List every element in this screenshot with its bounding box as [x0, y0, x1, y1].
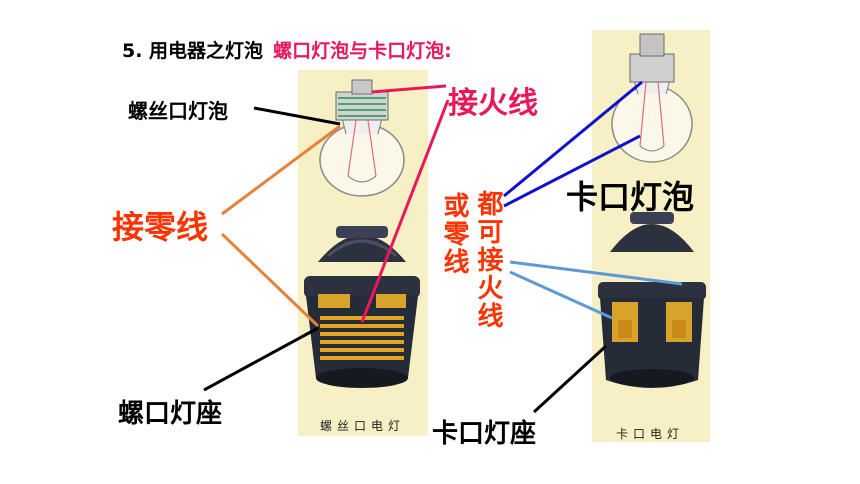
leader-live-to-socket: [360, 99, 450, 323]
leader-blue-bottom: [503, 134, 641, 208]
caption-screw-lamp: 螺丝口电灯: [320, 419, 406, 433]
screw-bulb-illustration: [319, 79, 405, 197]
label-neutral-wire: 接零线: [112, 208, 209, 246]
label-live-wire: 接火线: [448, 86, 538, 121]
label-or-neutral: 或零线: [439, 192, 469, 276]
bayonet-socket-illustration: [598, 212, 706, 388]
leader-screw-bulb: [253, 106, 341, 126]
title-main: 5. 用电器之灯泡: [122, 40, 264, 62]
label-screw-bulb: 螺丝口灯泡: [128, 99, 228, 123]
leader-neutral-to-socket: [220, 232, 320, 328]
label-screw-socket: 螺口灯座: [118, 399, 223, 429]
leader-lightblue-top: [509, 260, 683, 286]
leader-blue-top: [503, 80, 643, 198]
bayonet-bulb-illustration: [611, 33, 693, 163]
screw-socket-illustration: [304, 226, 420, 388]
slide-title: 5. 用电器之灯泡螺口灯泡与卡口灯泡:: [122, 36, 452, 63]
leader-bayonet-socket: [532, 344, 608, 414]
caption-bayonet-lamp: 卡口电灯: [616, 427, 685, 441]
leader-neutral-to-bulb: [221, 124, 341, 216]
label-bayonet-bulb: 卡口灯泡: [566, 178, 695, 216]
title-sub: 螺口灯泡与卡口灯泡:: [273, 40, 452, 62]
label-bayonet-socket: 卡口灯座: [432, 419, 537, 449]
leader-live-to-bulb: [371, 84, 447, 94]
leader-screw-socket: [203, 326, 319, 392]
label-either-live: 都可接火线: [473, 190, 503, 330]
leader-lightblue-bottom: [509, 270, 613, 320]
